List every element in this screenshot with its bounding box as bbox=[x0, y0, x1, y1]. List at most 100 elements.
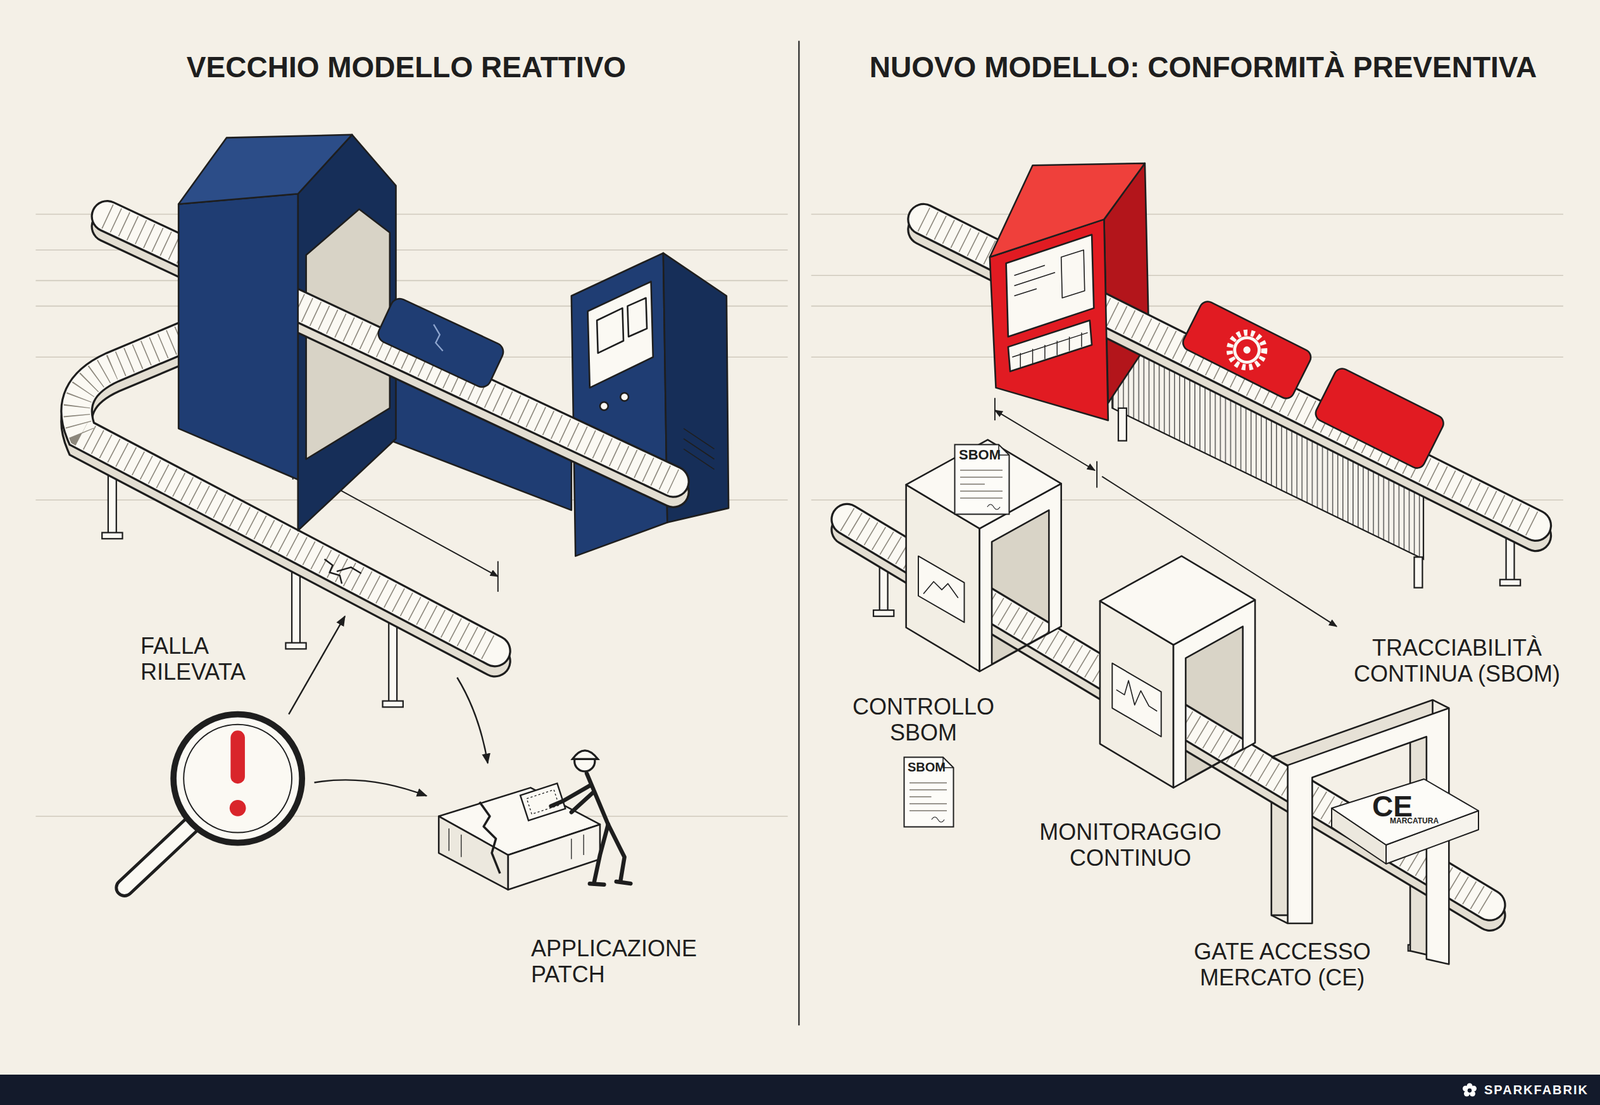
monitoring-scanner bbox=[1100, 556, 1256, 788]
document-title: SBOM bbox=[958, 448, 1001, 463]
drawing-part bbox=[1014, 250, 1085, 299]
drawing-part bbox=[571, 791, 594, 813]
drawing-part bbox=[627, 298, 648, 337]
step-label: FALLA RILEVATA bbox=[137, 632, 284, 686]
drawing-part bbox=[589, 881, 631, 885]
red-scanner bbox=[989, 163, 1145, 421]
sbom-document: SBOM bbox=[903, 756, 955, 828]
drawing-part bbox=[1467, 1088, 1472, 1093]
watermark: SPARKFABRIK bbox=[1481, 1082, 1592, 1098]
step-label: MONITORAGGIO CONTINUO bbox=[1025, 818, 1235, 872]
signature bbox=[987, 504, 1000, 510]
drawing-part bbox=[1312, 365, 1447, 471]
drawing-part bbox=[438, 816, 509, 890]
alert-mark bbox=[230, 730, 245, 784]
package-top bbox=[1331, 779, 1479, 845]
drawing-part bbox=[1234, 337, 1260, 363]
drawing-part bbox=[314, 779, 427, 796]
document-line bbox=[960, 476, 1003, 478]
drawing-part bbox=[873, 610, 894, 617]
brand-logo bbox=[1461, 1082, 1478, 1099]
guide-line bbox=[35, 213, 788, 216]
drawing-part bbox=[375, 295, 507, 390]
drawing-group bbox=[35, 40, 1563, 1026]
panel-divider bbox=[798, 40, 800, 1026]
document-line bbox=[909, 789, 947, 790]
drawing-part bbox=[1470, 1086, 1477, 1092]
drawing-part bbox=[1229, 332, 1265, 368]
drawing-part bbox=[596, 308, 624, 354]
damaged-package bbox=[375, 295, 507, 390]
drawing-part bbox=[906, 439, 1062, 529]
drawing-part bbox=[1116, 680, 1157, 711]
document-line bbox=[909, 782, 947, 783]
drawing-part bbox=[124, 824, 192, 888]
step-label: APPLICAZIONE PATCH bbox=[528, 935, 732, 988]
drawing-part bbox=[479, 801, 500, 874]
drawing-part bbox=[1271, 915, 1288, 924]
drawing-part bbox=[101, 532, 123, 540]
drawing-part bbox=[586, 773, 609, 825]
drawing-part bbox=[683, 438, 714, 459]
drawing-part bbox=[1462, 1086, 1469, 1092]
drawing-part bbox=[388, 617, 397, 704]
document-sheet bbox=[955, 444, 1010, 515]
drawing-part bbox=[382, 701, 404, 708]
drawing-part bbox=[456, 677, 488, 764]
magnifier bbox=[124, 714, 303, 888]
drawing-part bbox=[173, 714, 302, 844]
drawing-part bbox=[291, 566, 300, 647]
drawing-part bbox=[183, 724, 292, 833]
drawing-part bbox=[526, 789, 559, 814]
document-sheet bbox=[904, 757, 954, 828]
drawing-part bbox=[497, 561, 499, 592]
panel-heading: VECCHIO MODELLO REATTIVO bbox=[184, 50, 629, 85]
drawing-part bbox=[124, 824, 192, 888]
drawing-part bbox=[1243, 346, 1250, 354]
drawing-part bbox=[620, 393, 629, 402]
control-cabinet bbox=[571, 253, 729, 557]
document-line bbox=[909, 810, 947, 811]
drawing-part bbox=[1180, 298, 1314, 402]
belt-crack bbox=[324, 558, 362, 584]
panel-heading: NUOVO MODELLO: CONFORMITÀ PREVENTIVA bbox=[867, 50, 1540, 85]
document-line bbox=[960, 483, 985, 485]
document-line bbox=[960, 497, 1003, 499]
marking-text: MARCATURA bbox=[1389, 817, 1439, 825]
sbom-document: SBOM bbox=[953, 443, 1011, 516]
document-line bbox=[960, 469, 1003, 471]
alert-mark bbox=[229, 800, 247, 817]
hard-hat bbox=[572, 750, 598, 760]
drawing-part bbox=[288, 616, 345, 715]
drawing-part bbox=[1006, 234, 1095, 337]
guide-line bbox=[811, 305, 1564, 307]
drawing-part bbox=[683, 448, 714, 469]
drawing-part bbox=[1100, 556, 1256, 645]
footer-bar bbox=[0, 1074, 1600, 1105]
worker bbox=[551, 773, 632, 885]
guide-line bbox=[35, 815, 788, 818]
drawing-part bbox=[178, 134, 352, 205]
document-line bbox=[909, 803, 947, 804]
drawing-part bbox=[1112, 663, 1161, 737]
drawing-part bbox=[433, 324, 444, 352]
drawing-part bbox=[600, 401, 609, 411]
drawing-part bbox=[508, 824, 600, 890]
drawing-part bbox=[1271, 756, 1288, 766]
guide-line bbox=[811, 274, 1564, 276]
drawing-part bbox=[1118, 408, 1127, 442]
drawing-part bbox=[285, 643, 306, 650]
drawing-part bbox=[1096, 461, 1098, 488]
sbom-scanner bbox=[906, 439, 1062, 672]
drawing-part bbox=[923, 581, 959, 599]
drawing-part bbox=[448, 828, 584, 859]
step-label: TRACCIABILITÀ CONTINUA (SBOM) bbox=[1336, 634, 1578, 688]
scanner-machine bbox=[178, 134, 352, 480]
drawing-part bbox=[918, 556, 965, 623]
drawing-part bbox=[994, 398, 996, 421]
signature bbox=[931, 817, 945, 823]
drawing-part bbox=[593, 824, 609, 885]
step-label: CONTROLLO SBOM bbox=[844, 693, 1003, 747]
step-label: GATE ACCESSO MERCATO (CE) bbox=[1181, 938, 1384, 992]
